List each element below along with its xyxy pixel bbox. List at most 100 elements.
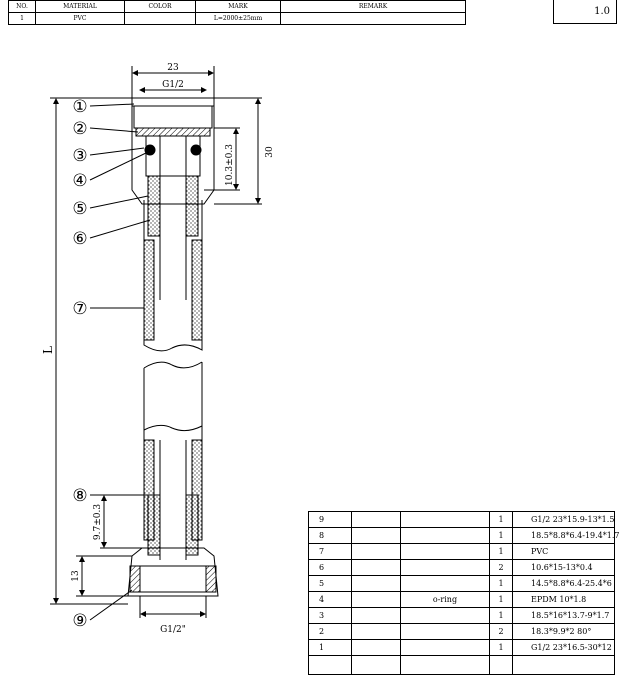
part-qty: 2: [489, 623, 513, 640]
break-line: [143, 361, 203, 369]
nut-thread: [133, 105, 213, 129]
leader-3: [89, 147, 145, 156]
leader-9: [89, 589, 133, 621]
parts-row: 6 2 10.6*15-13*0.4: [308, 559, 615, 576]
blank-cell: [308, 655, 352, 675]
part-color: [400, 527, 490, 544]
dim-L-label: L: [41, 346, 55, 354]
blank-cell: [489, 655, 513, 675]
break-line-lower: [143, 424, 203, 432]
part-color: [400, 575, 490, 592]
part-color: [400, 559, 490, 576]
part-remark: G1/2 23*15.9-13*1.5: [512, 511, 615, 528]
part-qty: 1: [489, 543, 513, 560]
dim-bottom-thread-label: G1/2": [160, 625, 186, 635]
callout-5: ⑤: [72, 199, 87, 219]
part-no: 4: [308, 591, 352, 608]
callout-8: ⑧: [72, 486, 87, 506]
gasket: [135, 127, 211, 137]
part-remark: PVC: [512, 543, 615, 560]
revision-box: 1.0: [553, 0, 617, 24]
callout-7: ⑦: [72, 299, 87, 319]
part-no: 8: [308, 527, 352, 544]
parts-table-body: 9 1 G1/2 23*15.9-13*1.5 8 1 18.5*8.8*6.4…: [308, 511, 620, 675]
part-remark: 18.5*16*13.7-9*1.7: [512, 607, 615, 624]
part-remark: 14.5*8.8*6.4-25.4*6: [512, 575, 615, 592]
part-no: 5: [308, 575, 352, 592]
part-material: [351, 639, 401, 656]
part-qty: 1: [489, 607, 513, 624]
bottom-thread: [139, 565, 207, 593]
parts-row: 2 2 18.3*9.9*2 80°: [308, 623, 615, 640]
o-ring-right: [190, 144, 202, 156]
callout-9: ⑨: [72, 611, 87, 631]
part-material: [351, 559, 401, 576]
row-remark: [280, 12, 466, 25]
blank-cell: [400, 655, 490, 675]
dim-30-label: 30: [265, 146, 275, 158]
bottom-nut-hatch-right: [205, 565, 217, 593]
lower-ferrule-left: [147, 494, 161, 556]
parts-row: 4 o-ring 1 EPDM 10*1.8: [308, 591, 615, 608]
revision-number: 1.0: [594, 6, 610, 17]
leader-5: [89, 195, 149, 209]
part-remark: 10.6*15-13*0.4: [512, 559, 615, 576]
bottom-nut-hatch-left: [129, 565, 141, 593]
callout-4: ④: [72, 171, 87, 191]
leader-2: [89, 127, 139, 133]
o-ring-left: [144, 144, 156, 156]
ferrule-right: [185, 175, 199, 237]
part-no: 2: [308, 623, 352, 640]
parts-row-blank: [308, 655, 615, 675]
parts-row: 9 1 G1/2 23*15.9-13*1.5: [308, 511, 615, 528]
dim-10-3-label: 10.3±0.3: [225, 144, 235, 186]
part-qty: 2: [489, 559, 513, 576]
dim-13-label: 13: [71, 570, 81, 582]
parts-table: 9 1 G1/2 23*15.9-13*1.5 8 1 18.5*8.8*6.4…: [308, 511, 620, 675]
part-color: [400, 639, 490, 656]
part-material: [351, 607, 401, 624]
part-material: [351, 591, 401, 608]
leader-6: [89, 219, 151, 239]
bottom-nut: [127, 547, 219, 597]
part-color: [400, 607, 490, 624]
part-no: 7: [308, 543, 352, 560]
part-material: [351, 511, 401, 528]
parts-row: 8 1 18.5*8.8*6.4-19.4*1.7: [308, 527, 620, 544]
part-material: [351, 623, 401, 640]
part-color: o-ring: [400, 591, 490, 608]
blank-cell: [351, 655, 401, 675]
nut-body: [131, 106, 215, 205]
hose-wall-upper: [143, 200, 203, 352]
dim-9-7-label: 9.7±0.3: [93, 504, 103, 540]
part-remark: EPDM 10*1.8: [512, 591, 615, 608]
lower-ferrule-right: [185, 494, 199, 556]
callout-1: ①: [72, 97, 87, 117]
leader-4: [89, 151, 149, 181]
dim-23-label: 23: [167, 63, 179, 73]
part-color: [400, 511, 490, 528]
part-remark: 18.3*9.9*2 80°: [512, 623, 615, 640]
part-qty: 1: [489, 591, 513, 608]
dim-g12-label: G1/2: [162, 80, 184, 90]
parts-row: 1 1 G1/2 23*16.5-30*12: [308, 639, 615, 656]
header-data-row: 1 PVC L=2000±25mm: [8, 12, 466, 25]
header-row: NO. MATERIAL COLOR MARK REMARK: [8, 0, 466, 13]
part-qty: 1: [489, 527, 513, 544]
part-material: [351, 527, 401, 544]
row-material: PVC: [35, 12, 125, 25]
nut-top-face: [131, 97, 215, 107]
parts-row: 5 1 14.5*8.8*6.4-25.4*6: [308, 575, 615, 592]
callout-6: ⑥: [72, 229, 87, 249]
part-qty: 1: [489, 639, 513, 656]
row-no: 1: [8, 12, 36, 25]
parts-row: 3 1 18.5*16*13.7-9*1.7: [308, 607, 615, 624]
part-material: [351, 543, 401, 560]
part-remark: 18.5*8.8*6.4-19.4*1.7: [512, 527, 620, 544]
parts-row: 7 1 PVC: [308, 543, 615, 560]
part-color: [400, 623, 490, 640]
leader-1: [89, 103, 135, 107]
part-no: 9: [308, 511, 352, 528]
callout-2: ②: [72, 119, 87, 139]
